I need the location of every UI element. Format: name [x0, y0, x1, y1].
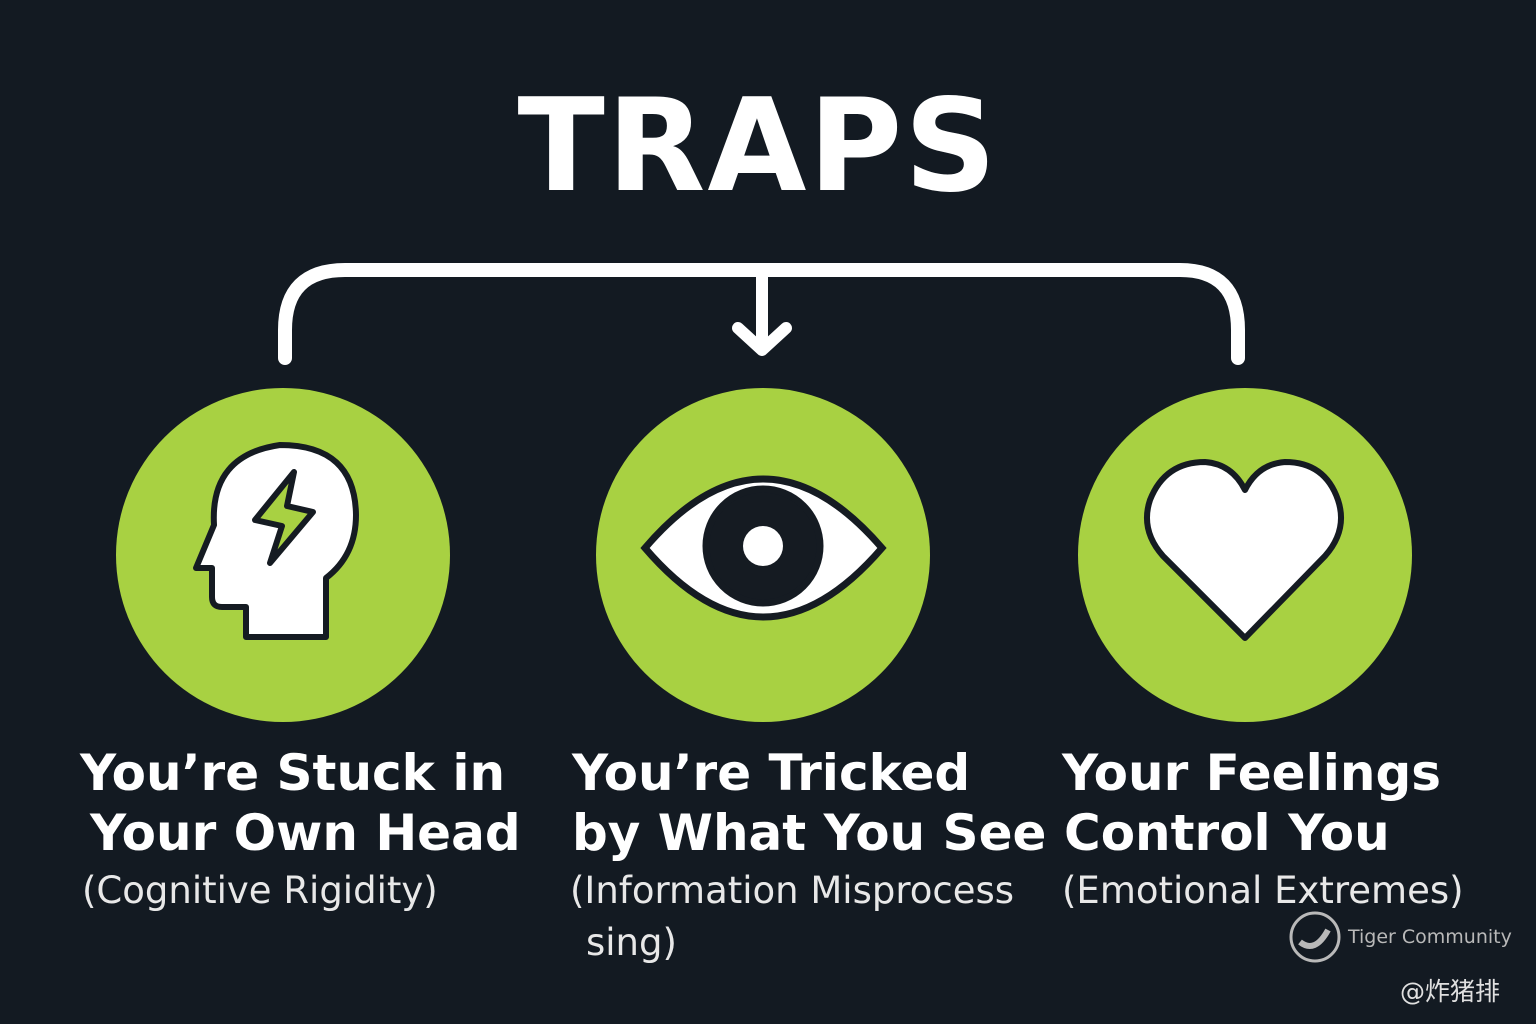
head-lightning-icon: [193, 442, 359, 640]
trap-1-title-line1: You’re Stuck in: [80, 744, 506, 802]
trap-2-title-line2: by What You See: [572, 804, 1047, 862]
watermark-brand: Tiger Community: [1348, 926, 1512, 948]
page-title: TRAPS: [517, 72, 999, 221]
trap-2-title-line1: You’re Tricked: [572, 744, 971, 802]
heart-icon: [1144, 459, 1344, 641]
watermark-handle: @炸猪排: [1400, 977, 1501, 1006]
trap-3-title-line2: Control You: [1064, 804, 1390, 862]
trap-1-subtitle: (Cognitive Rigidity): [82, 869, 438, 912]
trap-1-title-line2: Your Own Head: [90, 804, 521, 862]
trap-2-subtitle: (Information Misprocess: [570, 869, 1015, 912]
trap-3-title-line1: Your Feelings: [1062, 744, 1442, 802]
watermark: Tiger Community: [1288, 910, 1512, 964]
trap-3-subtitle: (Emotional Extremes): [1062, 869, 1464, 912]
connector-bracket: [278, 263, 1245, 365]
down-arrow-icon: [732, 270, 792, 356]
trap-2-subtitle-cont: sing): [586, 921, 677, 964]
tiger-logo-icon: [1289, 911, 1341, 963]
eye-icon: [640, 475, 887, 621]
